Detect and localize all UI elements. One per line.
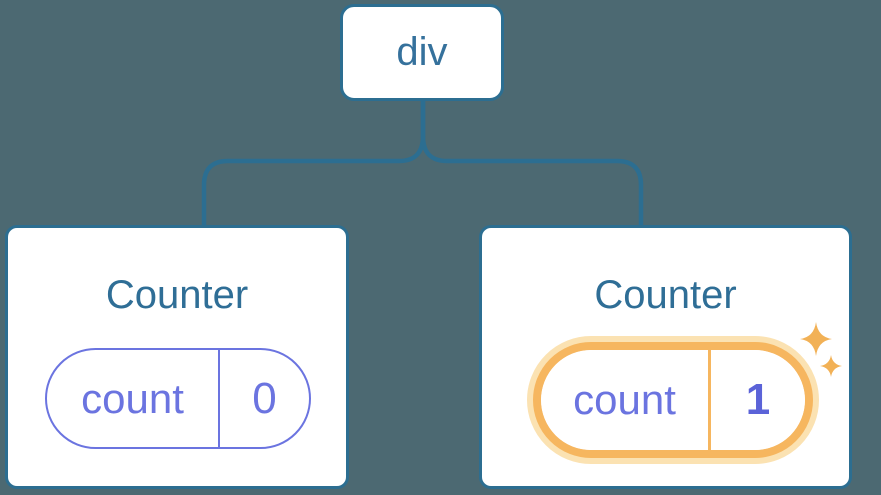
highlighted-state-pill: count 1 [527, 336, 819, 464]
state-pill-value-segment: 0 [220, 350, 309, 447]
connector-right-branch [420, 99, 644, 227]
state-pill-key-segment: count [47, 350, 220, 447]
root-div-node: div [340, 4, 504, 101]
state-key-label: count [81, 374, 184, 422]
counter-card-left: Counter count 0 [5, 225, 349, 489]
root-node-label: div [396, 30, 448, 74]
connector-left-branch [201, 99, 426, 227]
state-value: 0 [252, 373, 277, 423]
state-pill: count 1 [541, 350, 805, 450]
state-value: 1 [745, 375, 771, 424]
counter-card-right: Counter count 1 [479, 225, 852, 489]
state-pill-key-segment: count [541, 350, 711, 450]
state-pill-value-segment: 1 [711, 350, 805, 450]
counter-title: Counter [105, 273, 249, 317]
counter-title: Counter [594, 273, 737, 317]
state-pill: count 0 [45, 348, 311, 449]
highlight-ring: count 1 [533, 342, 813, 458]
state-key-label: count [573, 376, 676, 423]
